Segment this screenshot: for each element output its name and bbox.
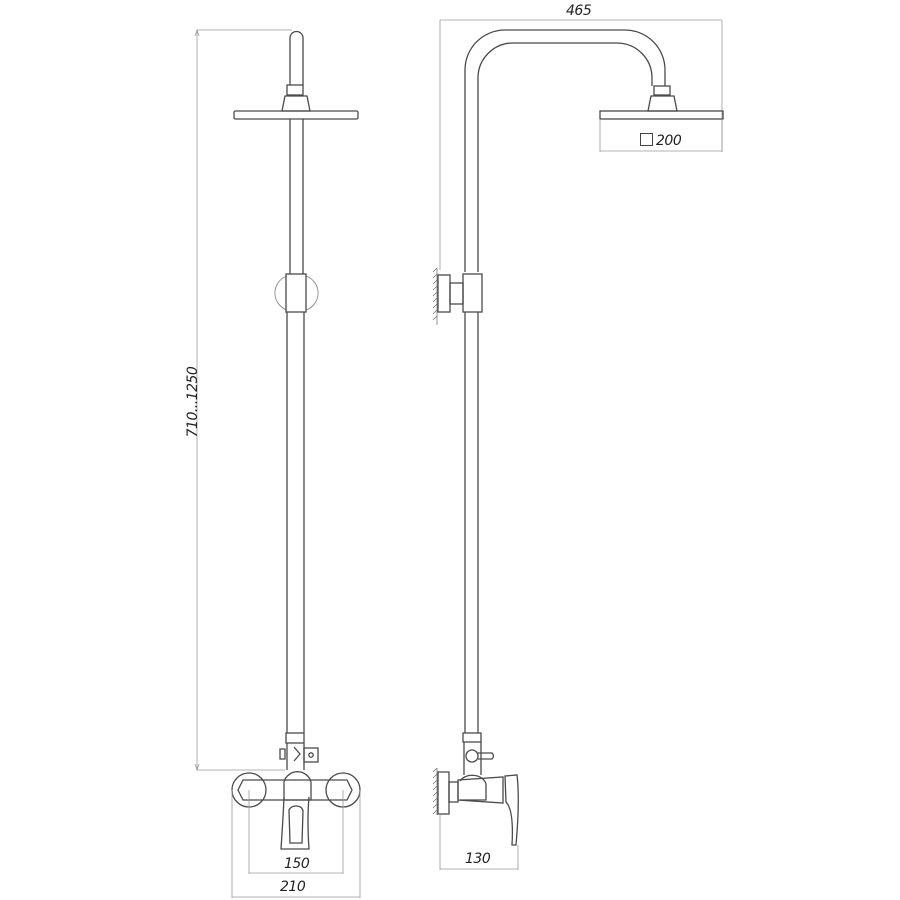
wall-bracket [432, 267, 483, 325]
shower-head-front [233, 110, 359, 120]
side-mixer-lever [504, 774, 519, 846]
side-mixer-body [457, 776, 504, 804]
head-connector [281, 95, 311, 112]
side-eccentric [448, 781, 459, 803]
side-view [432, 19, 724, 870]
mixer-handle [283, 771, 312, 801]
dimension-150 [248, 790, 344, 874]
top-tube [289, 30, 304, 85]
dimension-200 [599, 119, 723, 152]
head-size-value: 200 [656, 133, 682, 149]
mixer-body [237, 779, 353, 801]
wall-projection-label: 130 [465, 851, 491, 867]
diverter-collar [285, 732, 305, 744]
dimension-130 [439, 814, 519, 870]
mixer-width-label: 210 [280, 879, 306, 895]
arm-reach-label: 465 [566, 3, 592, 19]
side-head-connector [647, 95, 678, 112]
dimension-210 [231, 790, 361, 898]
head-size-label: 200 [640, 133, 682, 149]
height-range-label: 710...1250 [185, 366, 201, 438]
front-view [194, 28, 361, 898]
shower-arm [464, 29, 666, 272]
height-dimension-line [194, 28, 292, 772]
side-diverter-lever [478, 752, 495, 760]
shower-head-side [599, 110, 724, 120]
diverter [279, 743, 319, 770]
side-diverter-knob [465, 749, 479, 763]
wall-hatch [432, 767, 438, 815]
mixer-centers-label: 150 [284, 856, 310, 872]
head-nut [286, 84, 304, 96]
square-symbol-icon [640, 133, 653, 146]
side-head-nut [653, 85, 671, 96]
slide-bracket [274, 273, 319, 313]
side-diverter-collar [462, 732, 482, 743]
spout [280, 796, 310, 850]
side-flange [437, 771, 450, 815]
